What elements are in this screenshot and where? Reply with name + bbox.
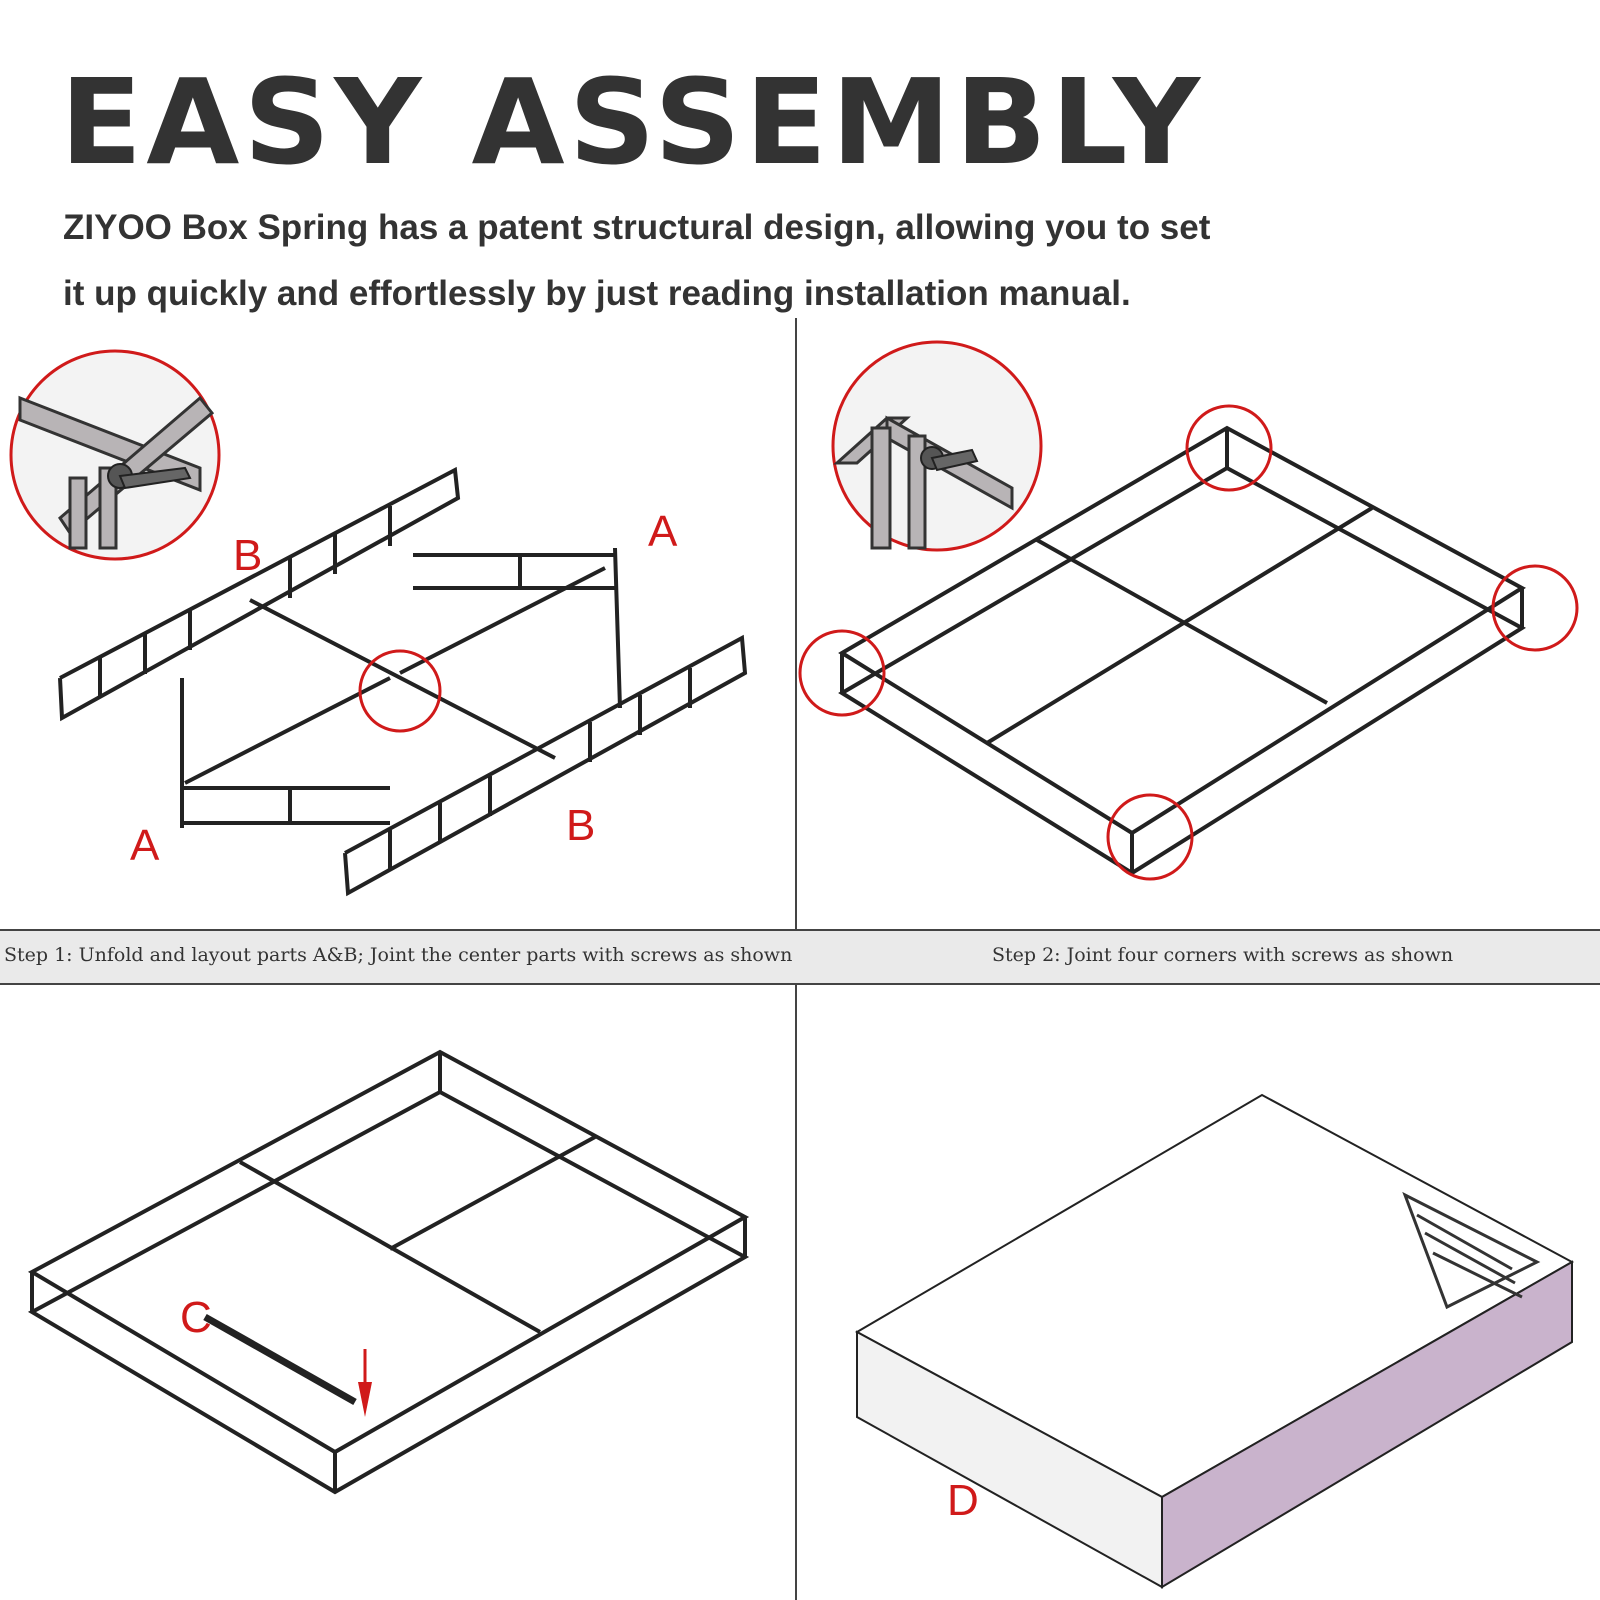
label-part-b-bottom: B [566, 801, 595, 850]
step2-caption: Step 2: Joint four corners with screws a… [992, 944, 1454, 966]
callout-center-joint [358, 649, 442, 733]
frame-part-b-top [58, 466, 461, 722]
step4-diagram: D [854, 1093, 1575, 1589]
frame-part-a-bottom [180, 676, 391, 828]
corner-callouts [798, 404, 1579, 881]
description-line-2: it up quickly and effortlessly by just r… [63, 274, 1131, 313]
label-part-a-bottom: A [130, 821, 160, 870]
label-part-d: D [947, 1476, 979, 1525]
label-part-c: C [180, 1293, 212, 1342]
description-line-1: ZIYOO Box Spring has a patent structural… [63, 208, 1211, 247]
arrow-down-icon [358, 1349, 372, 1417]
zoom-detail-corner-joint [831, 340, 1043, 552]
step-caption-band [0, 929, 1600, 985]
assembled-frame-step2 [838, 425, 1526, 876]
step1-diagram: B A A B [9, 349, 748, 897]
panel-divider-bottom [795, 985, 797, 1600]
part-c-bar [203, 1313, 357, 1406]
box-spring-mattress [854, 1093, 1575, 1589]
zoom-detail-center-joint [9, 349, 221, 561]
frame-cutaway [1402, 1191, 1541, 1310]
frame-part-b-bottom [343, 634, 748, 897]
step3-diagram: C [27, 1049, 750, 1495]
step1-caption: Step 1: Unfold and layout parts A&B; Joi… [4, 944, 793, 966]
panel-divider-top [795, 318, 797, 985]
page-title: EASY ASSEMBLY [60, 53, 1205, 191]
label-part-a-top: A [648, 507, 678, 556]
product-description: ZIYOO Box Spring has a patent structural… [63, 195, 1503, 327]
step2-diagram [798, 340, 1579, 881]
frame-part-a-top [249, 547, 622, 760]
assembled-frame-step3 [27, 1049, 750, 1495]
label-part-b-top: B [233, 531, 262, 580]
